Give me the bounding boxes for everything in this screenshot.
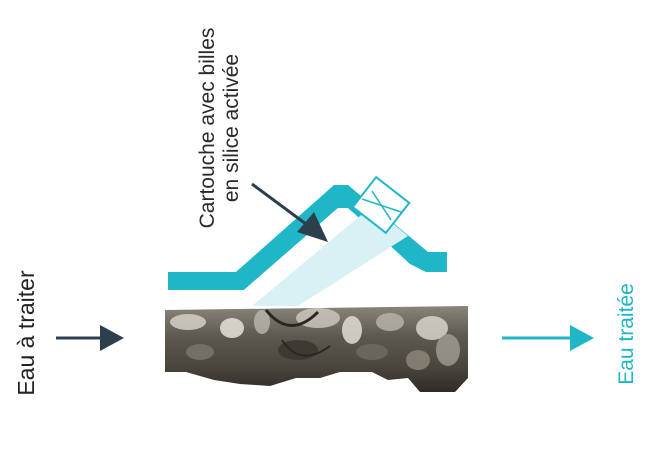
cartridge-label-line1: Cartouche avec billes [196,27,219,229]
inlet-arrow [56,325,124,351]
cartridge-cap [351,175,411,235]
inlet-label: Eau à traiter [13,270,39,396]
outlet-arrow [502,325,594,351]
cartridge-label: Cartouche avec billes en silice activée [196,13,256,243]
cartridge-label-line2: en silice activée [220,53,244,203]
cartridge-pointer-arrow [251,182,328,242]
cartridge-cylinder [252,175,411,306]
outlet-label: Eau traitée [615,283,638,385]
filter-body-pipe [165,306,468,392]
